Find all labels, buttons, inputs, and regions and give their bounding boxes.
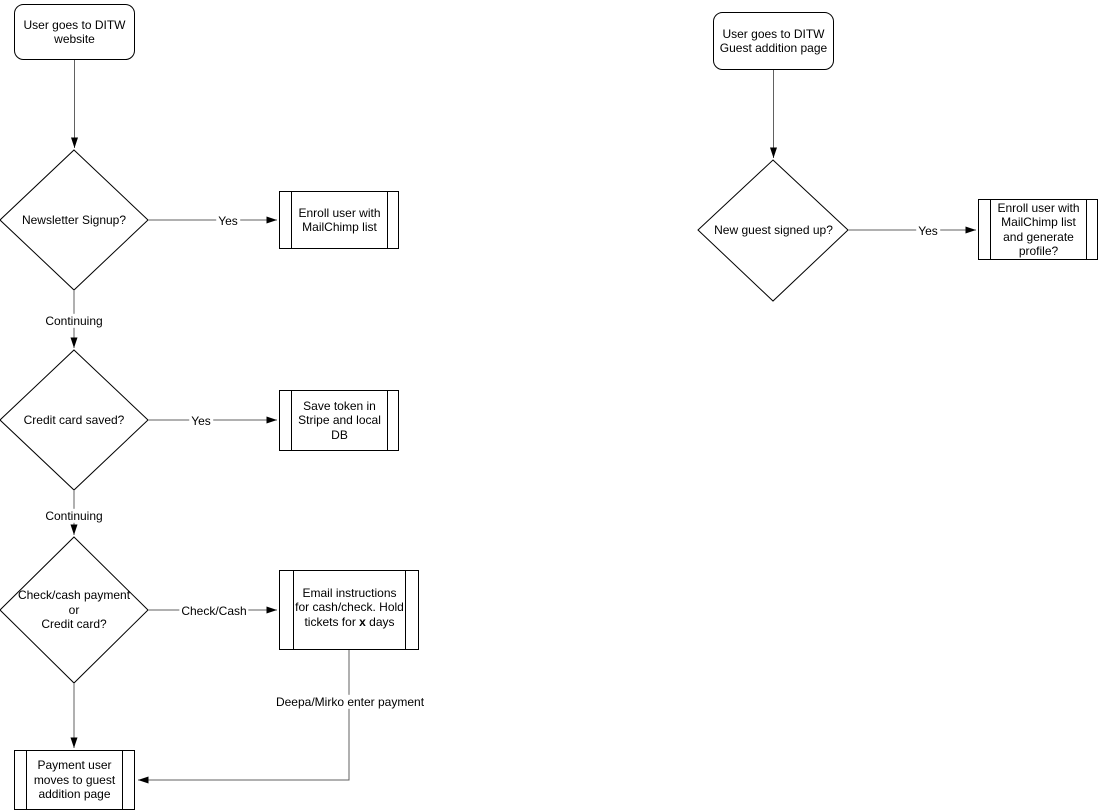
start-node-right-shape: [713, 12, 834, 70]
decision-credit-card-shape: [0, 349, 149, 491]
process-enroll-generate-shape: [978, 199, 1098, 260]
process-enroll-shape: [279, 191, 399, 249]
start-node-left-shape: [14, 4, 135, 60]
decision-payment-type-shape: [0, 536, 149, 684]
process-email-instructions-shape: [279, 570, 419, 650]
decision-newsletter-shape: [0, 149, 149, 291]
process-payment-user-shape: [14, 750, 135, 810]
decision-new-guest-shape: [697, 159, 849, 302]
edge-email-to-payment-user: [138, 650, 350, 784]
process-save-token-shape: [279, 390, 399, 451]
